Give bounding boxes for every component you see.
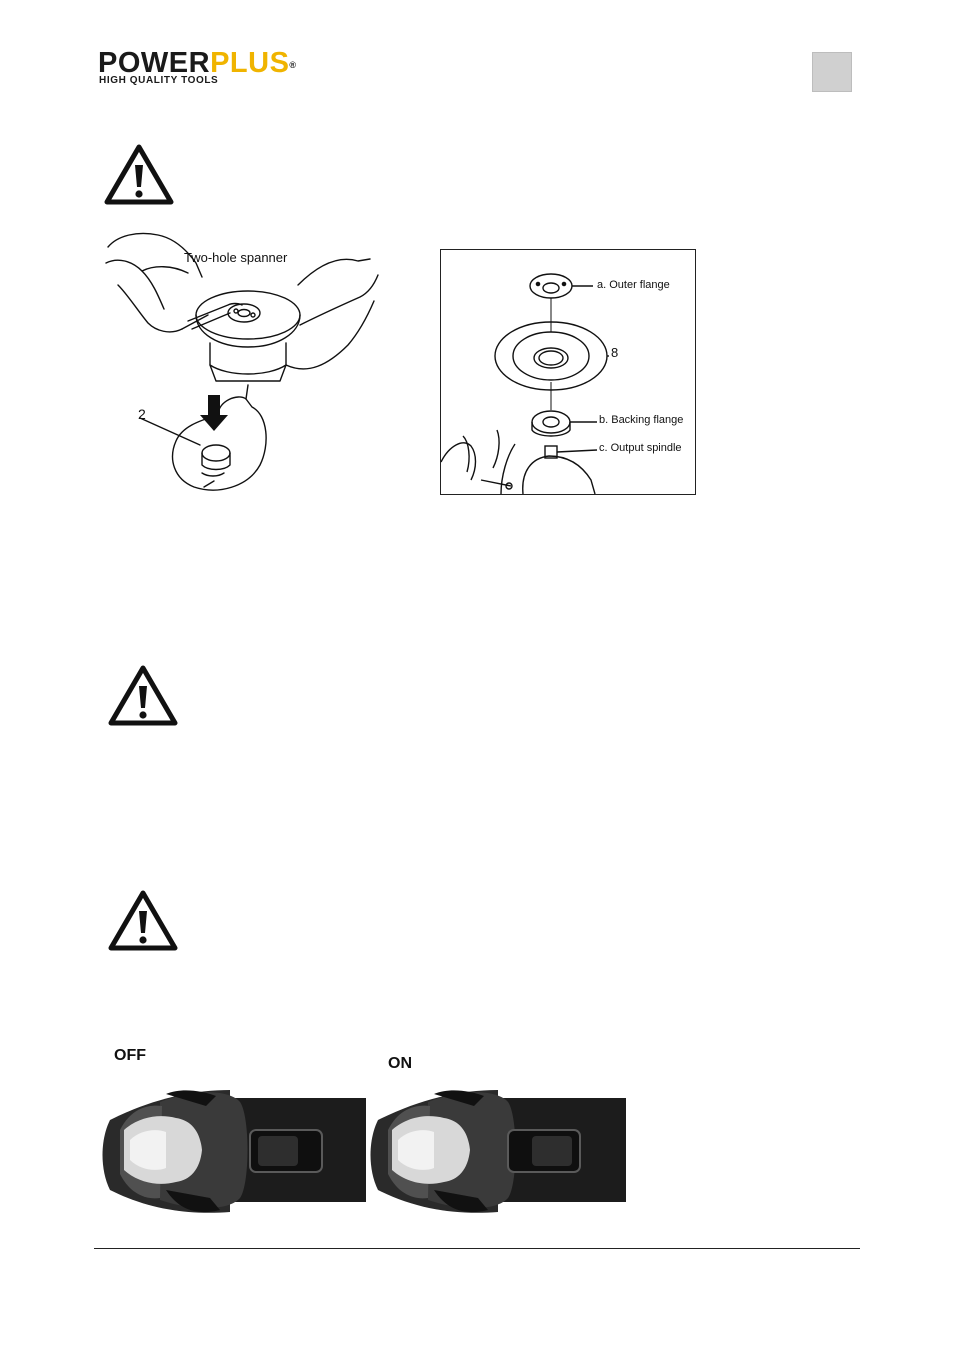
switch-on-label: ON [388, 1055, 412, 1072]
grinder-switch-off-drawing [102, 1090, 366, 1213]
language-tab [812, 52, 852, 92]
output-spindle-label: c. Output spindle [599, 442, 682, 454]
switch-on-photo [368, 1090, 626, 1215]
warning-triangle-icon [108, 890, 178, 951]
warning-triangle-icon [108, 665, 178, 726]
warning-triangle-icon [104, 144, 174, 205]
flange-assembly-diagram: a. Outer flange 8 b. Backing flange c. O… [440, 249, 696, 495]
flange-drawing [440, 273, 609, 495]
switch-off-label: OFF [114, 1047, 146, 1064]
spanner-drawing [105, 232, 379, 491]
grinder-switch-on-drawing [370, 1090, 626, 1213]
spanner-label: Two-hole spanner [184, 250, 288, 265]
backing-flange-label: b. Backing flange [599, 414, 684, 426]
logo-tagline: HIGH QUALITY TOOLS [99, 75, 219, 86]
logo-word-power: POWER [98, 47, 211, 79]
logo-wordmark: POWERPLUS® [98, 48, 297, 78]
logo-word-plus: PLUS [210, 47, 290, 79]
outer-flange-label: a. Outer flange [597, 279, 670, 291]
spindle-lock-callout: 2 [138, 406, 146, 422]
registered-mark: ® [289, 60, 297, 70]
switch-off-photo [100, 1090, 366, 1215]
brand-logo: POWERPLUS® HIGH QUALITY TOOLS [98, 48, 328, 92]
spanner-illustration: Two-hole spanner 2 [98, 225, 386, 507]
footer-rule [94, 1248, 860, 1249]
disc-number-label: 8 [611, 345, 619, 360]
